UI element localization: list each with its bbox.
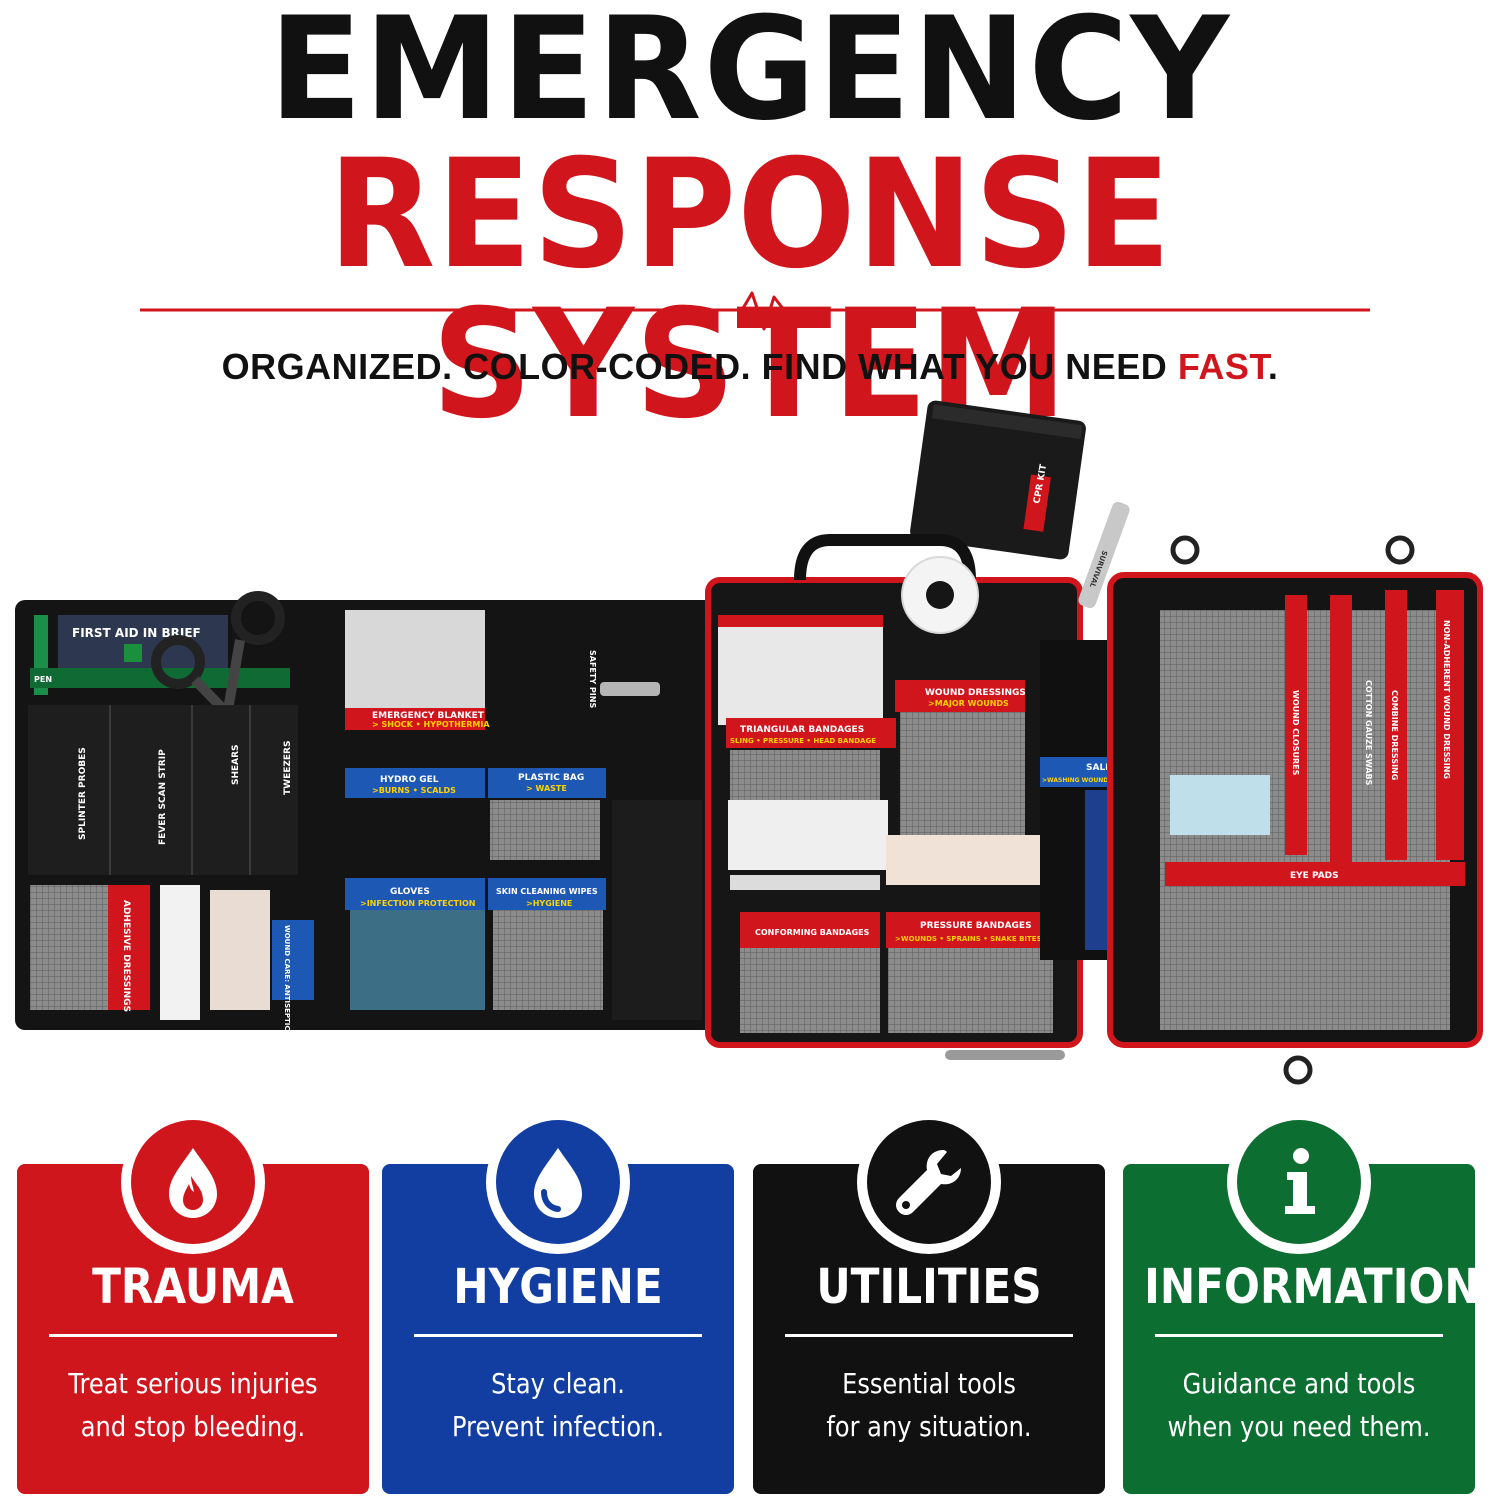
gauze-label: COTTON GAUZE SWABS — [1364, 680, 1373, 786]
combine-label: COMBINE DRESSING — [1390, 690, 1399, 780]
card-heading: TRAUMA — [92, 1259, 294, 1315]
blanket-pack — [345, 610, 485, 720]
card-information: INFORMATION Guidance and tools when you … — [1123, 1110, 1480, 1494]
first-aid-kit-illustration: CPR KIT FIRST AID IN BRIEF PEN SPLINTER … — [15, 400, 1483, 1085]
gloves-mesh — [350, 910, 485, 1010]
wipes-sub: >HYGIENE — [526, 899, 572, 908]
card-description: Guidance and tools when you need them. — [1148, 1362, 1451, 1448]
gloves-label: GLOVES — [390, 887, 430, 897]
card-heading: UTILITIES — [816, 1259, 1042, 1315]
blanket-sub: > SHOCK • HYPOTHERMIA — [372, 720, 490, 729]
card-divider — [414, 1334, 702, 1337]
blanket-label: EMERGENCY BLANKET — [372, 711, 485, 721]
pressure-label: PRESSURE BANDAGES — [920, 921, 1032, 931]
card-description-line-1: Essential tools — [842, 1367, 1016, 1400]
card-description-line-2: Prevent infection. — [452, 1410, 664, 1443]
title-line-2: RESPONSE SYSTEM — [328, 128, 1172, 452]
plastic-bag-sub: > WASTE — [526, 784, 567, 793]
cpr-kit-pouch: CPR KIT — [910, 400, 1086, 560]
category-cards: TRAUMA Treat serious injuries and stop b… — [0, 1110, 1500, 1500]
card-description-line-2: and stop bleeding. — [80, 1410, 306, 1443]
card-heading: HYGIENE — [453, 1259, 663, 1315]
pressure-sub: >WOUNDS • SPRAINS • SNAKE BITES — [895, 935, 1042, 943]
hygiene-badge — [486, 1110, 630, 1254]
tagline: ORGANIZED. COLOR-CODED. FIND WHAT YOU NE… — [0, 346, 1500, 388]
triangular-sub: SLING • PRESSURE • HEAD BANDAGE — [730, 737, 876, 745]
eye-pads-label: EYE PADS — [1290, 871, 1339, 881]
tweezers-label: TWEEZERS — [283, 741, 293, 795]
card-description-line-1: Guidance and tools — [1182, 1367, 1416, 1400]
wound-dressings-sub: >MAJOR WOUNDS — [928, 699, 1009, 708]
tagline-main: ORGANIZED. COLOR-CODED. FIND WHAT YOU NE… — [221, 346, 1178, 387]
booklet-title: FIRST AID IN BRIEF — [72, 626, 201, 640]
water-drop-icon — [534, 1148, 582, 1218]
non-adherent-label: NON-ADHERENT WOUND DRESSING — [1442, 620, 1451, 779]
card-hygiene: HYGIENE Stay clean. Prevent infection. — [382, 1110, 734, 1494]
wipes-label: SKIN CLEANING WIPES — [496, 887, 598, 896]
wound-care-label: WOUND CARE: ANTISEPTIC — [283, 925, 291, 1031]
plastic-bag-label: PLASTIC BAG — [518, 773, 584, 783]
hydrogel-sub: >BURNS • SCALDS — [372, 786, 456, 795]
card-description: Treat serious injuries and stop bleeding… — [42, 1362, 345, 1448]
wound-closures-label: WOUND CLOSURES — [1291, 690, 1300, 776]
card-description: Essential tools for any situation. — [778, 1362, 1081, 1448]
gloves-sub: >INFECTION PROTECTION — [360, 899, 475, 908]
utilities-badge — [857, 1110, 1001, 1254]
card-heading: INFORMATION — [1144, 1259, 1480, 1315]
card-description-line-1: Stay clean. — [491, 1367, 625, 1400]
safety-pins-label: SAFETY PINS — [588, 650, 597, 708]
tagline-end: . — [1267, 346, 1279, 387]
info-icon — [1285, 1148, 1315, 1214]
adhesive-label: ADHESIVE DRESSINGS — [121, 900, 131, 1012]
card-divider — [1155, 1334, 1443, 1337]
conforming-label: CONFORMING BANDAGES — [755, 928, 870, 937]
flame-drop-icon — [169, 1148, 217, 1218]
tagline-accent: FAST — [1177, 346, 1268, 387]
pen-label: PEN — [34, 675, 52, 684]
fever-label: FEVER SCAN STRIP — [158, 749, 168, 845]
wrench-icon — [896, 1150, 961, 1215]
triangular-label: TRIANGULAR BANDAGES — [740, 725, 864, 735]
heartbeat-divider — [140, 291, 1370, 331]
saline-label: SALINE — [1086, 763, 1122, 773]
card-description-line-1: Treat serious injuries — [68, 1367, 318, 1400]
information-badge — [1227, 1110, 1371, 1254]
title-line-1: EMERGENCY — [268, 0, 1232, 152]
hydrogel-label: HYDRO GEL — [380, 775, 439, 785]
splinter-label: SPLINTER PROBES — [78, 747, 88, 840]
card-utilities: UTILITIES Essential tools for any situat… — [753, 1110, 1105, 1494]
card-description: Stay clean. Prevent infection. — [407, 1362, 710, 1448]
card-trauma: TRAUMA Treat serious injuries and stop b… — [17, 1110, 369, 1494]
card-divider — [49, 1334, 337, 1337]
shears-label: SHEARS — [231, 744, 241, 785]
card-description-line-2: when you need them. — [1167, 1410, 1431, 1443]
trauma-badge — [121, 1110, 265, 1254]
card-description-line-2: for any situation. — [826, 1410, 1032, 1443]
card-divider — [785, 1334, 1073, 1337]
wound-dressings-label: WOUND DRESSINGS — [925, 688, 1026, 698]
